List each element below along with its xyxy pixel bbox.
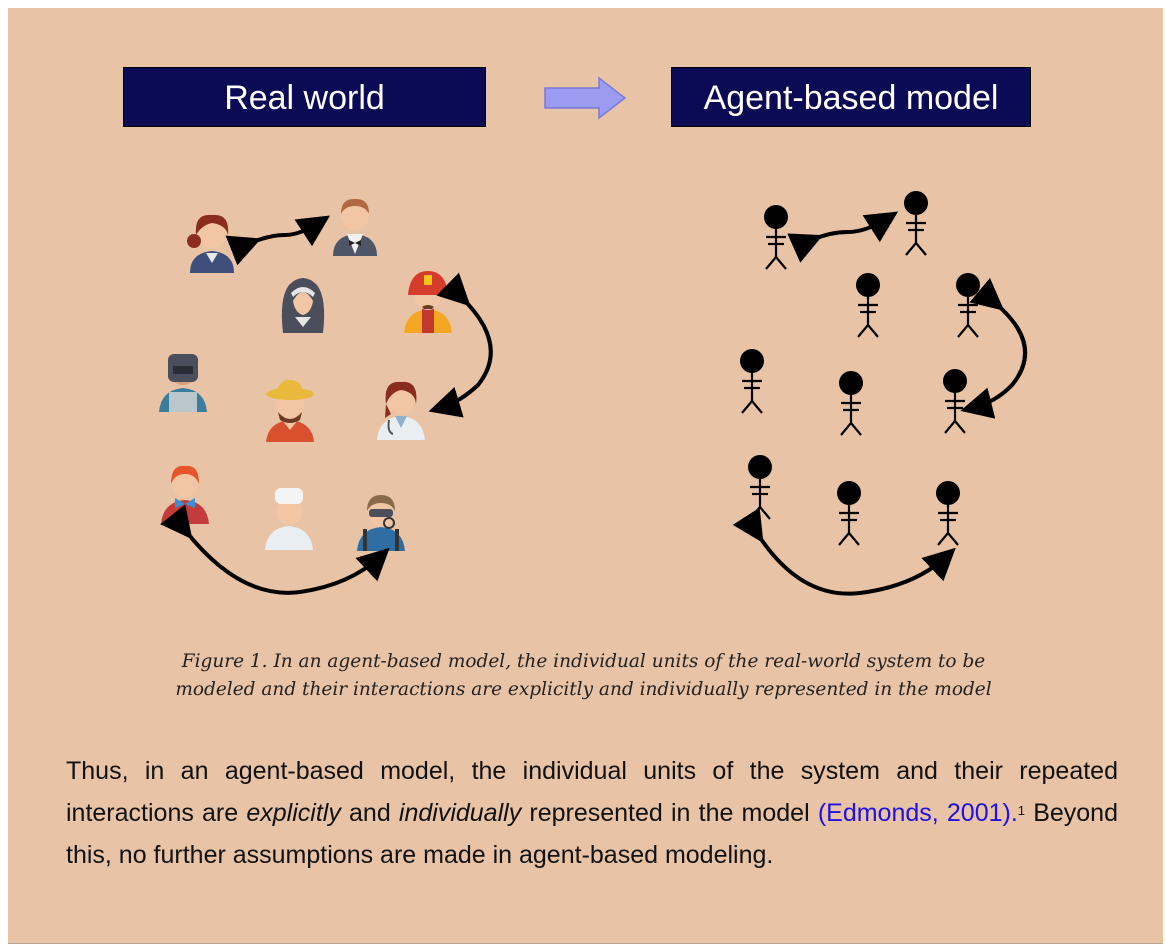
firefighter-icon <box>404 271 452 333</box>
text-run: Beyond this, no further assumptions are … <box>66 799 1118 869</box>
interaction-arrow <box>960 277 1028 419</box>
interaction-arrow <box>428 272 493 418</box>
farmer-icon <box>266 380 314 442</box>
footnote-marker[interactable]: 1 <box>1017 803 1026 818</box>
text-run: represented in the model <box>521 799 818 827</box>
agent-figure <box>941 367 969 435</box>
caption-line-1: Figure 1. In an agent-based model, the i… <box>181 651 986 672</box>
clown-icon <box>161 465 209 524</box>
diver-icon <box>357 495 405 551</box>
waiter-icon <box>333 198 377 256</box>
interaction-arrow <box>787 211 899 263</box>
figure-panel <box>8 8 1163 944</box>
agent-figure <box>954 271 982 339</box>
agent-figure <box>738 347 766 415</box>
agent-based-model-title: Agent-based model <box>671 67 1031 127</box>
chef-icon <box>265 488 313 550</box>
interaction-arrow <box>160 504 390 595</box>
body-paragraph: Thus, in an agent-based model, the indiv… <box>66 750 1118 876</box>
interaction-arrow <box>732 507 956 596</box>
nun-icon <box>281 278 325 333</box>
agent-figure <box>902 189 930 257</box>
text-run: Thus, in an agent-based model, the indiv… <box>66 757 1118 827</box>
emphasis-individually: individually <box>398 799 522 827</box>
figure-caption: Figure 1. In an agent-based model, the i… <box>40 648 1127 704</box>
agent-figure <box>934 479 962 547</box>
caption-line-2: modeled and their interactions are expli… <box>175 679 992 700</box>
figure-illustration <box>159 189 1028 596</box>
emphasis-explicitly: explicitly <box>246 799 341 827</box>
stewardess-icon <box>187 214 234 273</box>
agent-figure <box>854 271 882 339</box>
interaction-arrow <box>225 215 331 266</box>
welder-icon <box>159 354 207 412</box>
real-world-title: Real world <box>123 67 486 127</box>
right-arrow-icon <box>544 76 627 120</box>
agent-figure <box>746 453 774 521</box>
doctor-icon <box>377 381 425 440</box>
citation-link[interactable]: (Edmonds, 2001). <box>817 799 1018 827</box>
text-run: and <box>340 799 399 827</box>
agent-figure <box>837 369 865 437</box>
agent-figure <box>762 203 790 271</box>
agent-figure <box>835 479 863 547</box>
